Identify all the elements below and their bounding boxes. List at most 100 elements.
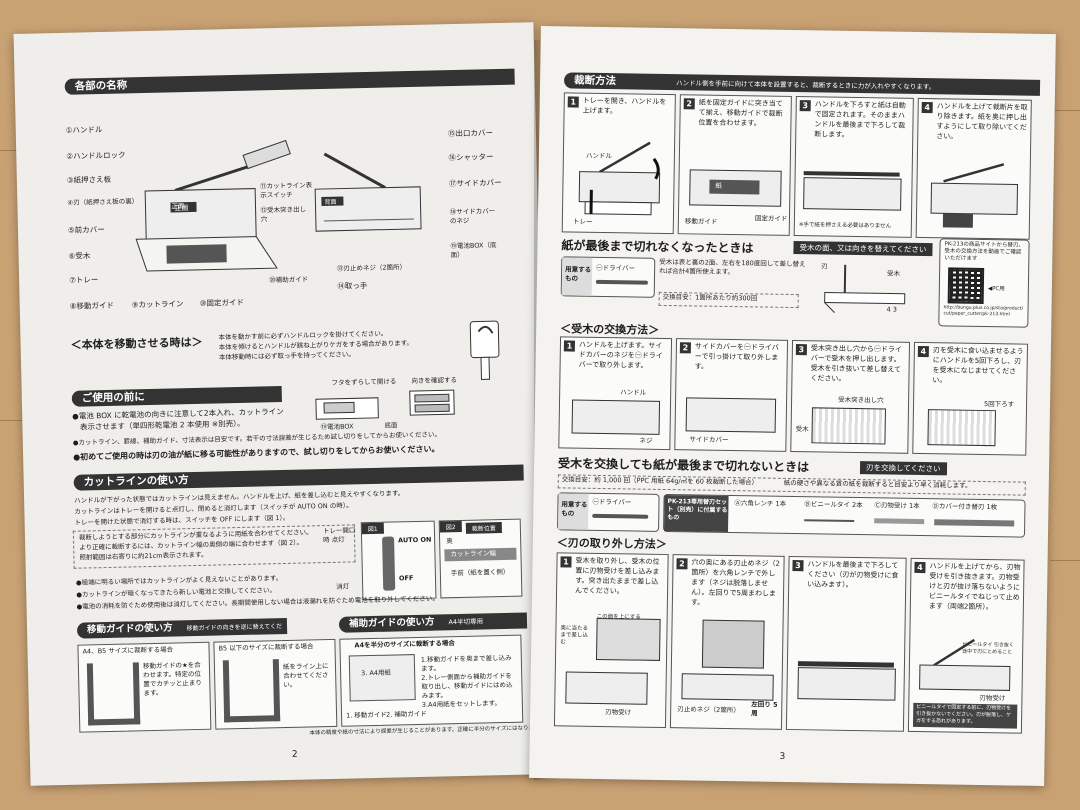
cutter-remove-piece-sketch: [930, 163, 1019, 228]
warning-text: ビニールタイで固定する前に、刃物受けを引き抜かないでください。刃が脱落し、ケガを…: [916, 703, 1012, 725]
moveguide-label: 移動ガイド: [684, 217, 718, 226]
part-label: ⑭取っ手: [337, 281, 368, 291]
driver-icon: [595, 279, 648, 285]
auxguide-subtitle: A4を半分のサイズに裁断する場合: [354, 639, 455, 650]
step-text: 受木突き出し穴から㊀ドライバーで受木を押し出します。受木を引き抜いて差し替えてく…: [810, 344, 902, 383]
section-title: 裁断方法: [573, 74, 617, 88]
sidecover-label: サイドカバー: [689, 435, 729, 444]
url-text[interactable]: http://bungu.plus.co.jp/sta/product/cut/…: [943, 305, 1024, 318]
battery-orient: 向きを確認する: [411, 376, 458, 386]
auxguide-label: 2. 補助ガイド: [385, 709, 427, 719]
wood-block-sketch: [824, 264, 906, 313]
step-number: 1: [563, 340, 576, 352]
set-part: Ⓐ六角レンチ 1本: [734, 499, 787, 508]
switch-graphic[interactable]: [382, 536, 396, 591]
cutter-close-sketch: [701, 619, 765, 669]
part-label: ⑥受木: [68, 251, 91, 261]
floor-seam: [1050, 560, 1080, 561]
set-part: Ⓑビニールタイ 2本: [804, 500, 863, 510]
step-number: 4: [917, 345, 929, 358]
url-note: PK-213の商品サイトから替刃、受木の交換方法を動画でご確認いただけます: [944, 241, 1024, 262]
part-label: ⑨カットライン: [131, 299, 184, 310]
inset-sketch: [595, 617, 661, 661]
step-text: ハンドルを上げます。サイドカバーのネジを㊀ドライバーで取り外します。: [578, 340, 663, 370]
stillnotcut-tools: 用意するもの ㊀ドライバー: [557, 492, 660, 532]
wood-label: 受木: [795, 425, 809, 434]
step-text: トレーを開き、ハンドルを上げます。: [582, 96, 667, 116]
cutline-figure-2: 図2 裁断位置 奥 カットライン幅 手前（紙を置く側）: [438, 518, 523, 599]
tool-name: ㊀ドライバー: [596, 263, 636, 273]
moveguide-a4b5-title: A4、B5 サイズに裁断する場合: [82, 645, 174, 656]
qr-code[interactable]: [947, 267, 985, 304]
moveguide-under-box: B5 以下のサイズに裁断する場合 紙をライン上に合わせてください。: [213, 638, 338, 730]
warn-note: ※手で紙を押さえる必要はありません: [798, 222, 892, 230]
step-text: ハンドルを上げて裁断片を取り除きます。紙を奥に押し出すようにして取り除いてくださ…: [936, 102, 1028, 141]
driver-icon: [592, 513, 649, 519]
qr-panel: PK-213の商品サイトから替刃、受木の交換方法を動画でご確認いただけます ◀P…: [938, 238, 1030, 328]
auxguide-step: 2.トレー側面から補助ガイドを取り出し、移動ガイドにはめ込みます。: [421, 671, 513, 700]
front-side-label: 手前（紙を置く側）: [450, 567, 510, 578]
part-label: ③紙押さえ板: [66, 174, 112, 185]
manual-page-right: 裁断方法ハンドル側を手前に向けて本体を設置すると、裁断するときに力が入れやすくな…: [529, 26, 1056, 786]
cutline-note: ●極端に明るい場所ではカットラインがよく見えないことがあります。: [75, 574, 283, 587]
cutter-body-sketch: [797, 667, 896, 701]
slot-label: この面を上にする: [596, 613, 641, 621]
cutter-front-illustration: 正面: [135, 139, 291, 272]
step-text: 受木を取り外し、受木の位置に刃物受けを差し込みます。突き出たままで差し込んでくだ…: [575, 556, 660, 596]
moveguide-graphic: [222, 659, 281, 723]
bladeremove-step-4: 4 ハンドルを上げてから、刃物受けを引き抜きます。刃物受けと刃が抜け落ちないよう…: [907, 557, 1025, 734]
cutter-body-sketch: [571, 399, 661, 435]
notcut-desc: 受木は表と裏の2面、左右を180度回して差し替えれば合計4箇所使えます。: [659, 257, 806, 277]
step-number: 1: [560, 556, 572, 568]
cutting-step-1: 1 トレーを開き、ハンドルを上げます。 ハンドル トレー: [561, 92, 676, 235]
part-label: ⑰サイドカバー: [448, 177, 502, 189]
cutline-note: ●カットラインが暗くなってきたら新しい電池と交換してください。: [76, 586, 277, 599]
woodswap-step-2: 2 サイドカバーを㊀ドライバーで引っ掛けて取り外します。 サイドカバー: [674, 338, 789, 452]
notcut-title: 紙が最後まで切れなくなったときは: [561, 238, 754, 256]
step-text: ハンドルを最後まで下ろしてください（刃が刃物受けに食い込みます）。: [807, 560, 899, 589]
fixguide-label: 固定ガイド: [754, 214, 788, 223]
woodswap-step-1: 1 ハンドルを上げます。サイドカバーのネジを㊀ドライバーで取り外します。 ハンド…: [558, 336, 673, 451]
section-header-before: ご使用の前に: [71, 386, 282, 407]
screw-label: ネジ: [639, 436, 653, 445]
cutter-back-illustration: 背面: [314, 152, 422, 232]
handle-down-sketch: [803, 171, 900, 177]
pc-label: ◀PC用: [987, 286, 1005, 293]
cutline-width-label: カットライン幅: [450, 549, 497, 559]
cutter-body-sketch: [565, 671, 648, 705]
woodswap-step-4: 4 刃を受木に食い込ませるようにハンドルを5回下ろし、刃を受木になじませてくださ…: [912, 341, 1029, 456]
section-header-parts: 各部の名称: [64, 68, 515, 95]
manual-page-left: 各部の名称 ①ハンドル ②ハンドルロック ③紙押さえ板 ④刃（紙押さえ板の裏） …: [13, 22, 551, 786]
part-label: ①ハンドル: [65, 125, 103, 135]
fig2-label: 図2: [439, 520, 462, 533]
auxguide-step: 3.A4用紙をセットします。: [421, 699, 502, 709]
receiver-icon: [874, 518, 925, 525]
moveguide-graphic: [86, 662, 141, 726]
bladeremove-step-1: 1 受木を取り外し、受木の位置に刃物受けを差し込みます。突き出たままで差し込んで…: [553, 552, 669, 729]
step-number: 3: [799, 100, 811, 112]
handle-label: ハンドル: [585, 151, 612, 161]
auxguide-step: 1.移動ガイドを奥まで差し込みます。: [420, 653, 512, 673]
floor-seam: [0, 150, 25, 151]
move-title: ＜本体を移動させる時は＞: [70, 335, 203, 352]
stillnotcut-tag: 刃を交換してください: [859, 461, 947, 476]
step-number: 4: [914, 561, 926, 574]
part-label: ⑱サイドカバーのネジ: [449, 207, 496, 226]
receiver-label: 刃物受け: [605, 708, 632, 717]
cutter-side-sketch: [811, 407, 886, 445]
tools-label: 用意するもの: [564, 265, 592, 283]
cutline-figure-1: 図1 AUTO ON OFF: [360, 520, 437, 601]
section-title: 補助ガイドの使い方: [348, 616, 435, 630]
handle-label: ハンドル: [620, 388, 647, 397]
woodswap-title: ＜受木の交換方法＞: [560, 322, 660, 337]
section-title: カットラインの使い方: [83, 474, 189, 489]
cutter-body-sketch: [685, 397, 777, 433]
step-number: 2: [679, 342, 691, 354]
notcut-tag: 受木の面、又は向きを替えてください: [793, 240, 933, 257]
front-label-text: 正面: [171, 202, 185, 211]
section-header-cutline: カットラインの使い方: [73, 464, 524, 491]
battery-caption: フタをずらして開ける: [331, 377, 397, 387]
step-text: 穴の奥にある刃止めネジ（2箇所）を六角レンチで外します（ネジは脱落しません）。左…: [690, 558, 781, 607]
off-label: OFF: [398, 574, 414, 583]
